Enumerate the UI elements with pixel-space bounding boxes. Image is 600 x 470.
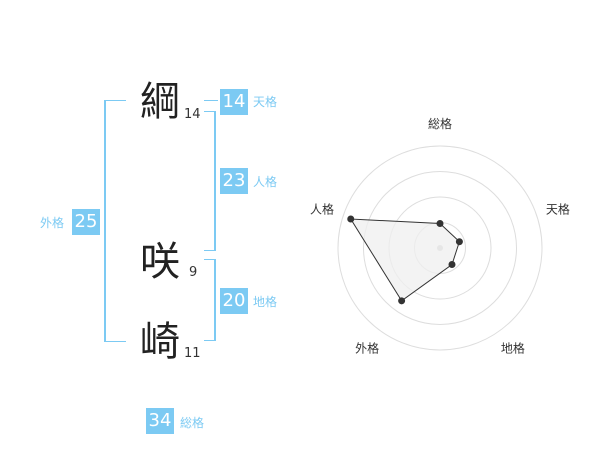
radar-point [347,215,355,223]
radar-axis-label: 地格 [501,340,525,355]
name-char-2: 咲 [140,239,180,285]
radar-grid-ring [337,145,543,351]
gaikaku-badge: 25 [72,209,100,235]
name-char-2-strokes: 9 [189,265,198,280]
chikaku-bracket [204,259,216,341]
radar-axis-label: 総格 [428,116,452,131]
name-char-1: 綱 [140,79,180,125]
tenkaku-badge: 14 [220,89,248,115]
soukaku-label: 総格 [180,416,205,430]
tenkaku-label: 天格 [253,95,278,109]
chikaku-badge: 20 [220,288,248,314]
soukaku-badge: 34 [146,408,174,434]
radar-series-area [349,218,460,302]
gaikaku-label: 外格 [40,216,65,230]
radar-axis-label: 外格 [355,340,379,355]
tenkaku-bracket-tick [204,100,218,101]
radar-point [455,238,463,246]
jinkaku-label: 人格 [253,175,278,189]
radar-point [448,261,456,269]
chikaku-label: 地格 [253,295,278,309]
gaikaku-bracket [104,100,126,342]
name-char-3: 崎 [140,319,180,365]
radar-point [398,297,406,305]
jinkaku-bracket [204,111,216,251]
radar-axis-label: 天格 [546,202,570,217]
name-char-1-strokes: 14 [184,107,201,122]
radar-axis-label: 人格 [310,202,334,217]
name-char-3-strokes: 11 [184,346,201,361]
jinkaku-badge: 23 [220,168,248,194]
radar-grid-ring [363,171,517,325]
radar-point [436,220,444,228]
